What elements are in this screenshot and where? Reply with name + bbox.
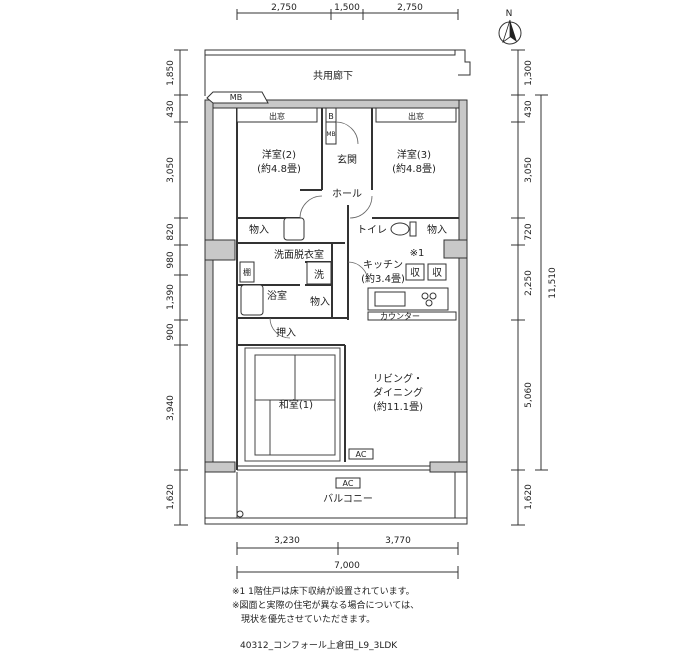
room3-name: 洋室(3) xyxy=(397,148,431,161)
closet-label: 押入 xyxy=(276,326,296,339)
bay-window-left xyxy=(236,107,318,123)
mb-small-box xyxy=(325,121,337,145)
shelf-box xyxy=(239,261,255,283)
note-line: ※1 1階住戸は床下収納が設置されています。 xyxy=(232,587,415,597)
washer-box xyxy=(306,261,332,285)
storage-mid-label: 物入 xyxy=(310,295,330,308)
left-pillar xyxy=(204,239,236,261)
dim-right-5: 2,250 xyxy=(524,270,534,296)
corridor-wall xyxy=(204,49,471,96)
room3-size: (約4.8畳) xyxy=(392,162,436,175)
living-name-1: リビング・ xyxy=(373,372,423,385)
dim-right-2: 430 xyxy=(524,100,534,117)
balcony-outline xyxy=(204,472,468,525)
note-line: 現状を優先させていただきます。 xyxy=(232,615,376,625)
washroom-label: 洗面脱衣室 xyxy=(274,248,324,261)
counter-top xyxy=(367,311,457,321)
property-code: 40312_コンフォール上倉田_L9_3LDK xyxy=(240,641,398,651)
living-size: (約11.1畳) xyxy=(373,400,423,413)
bay-window-right xyxy=(375,107,457,123)
room2-size: (約4.8畳) xyxy=(257,162,301,175)
dim-right-1: 1,300 xyxy=(524,60,534,86)
bath-label: 浴室 xyxy=(267,289,287,302)
sliding-doors xyxy=(237,465,430,471)
dim-bottom-total: 7,000 xyxy=(334,561,360,571)
dim-right-total: 11,510 xyxy=(548,267,558,299)
ac-inner-label: AC xyxy=(356,450,367,459)
balcony-label: バルコニー xyxy=(323,493,373,505)
dim-top-3: 2,750 xyxy=(397,3,423,13)
kitchen-note: ※1 xyxy=(410,248,425,259)
living-name-2: ダイニング xyxy=(373,386,423,399)
toilet-label: トイレ xyxy=(357,225,387,236)
door-arc-kitchen xyxy=(347,261,369,283)
dim-right-6: 5,060 xyxy=(524,382,534,408)
bathtub xyxy=(240,284,264,316)
dim-left-7: 900 xyxy=(166,323,176,340)
dim-top-2: 1,500 xyxy=(334,3,360,13)
storage-left-label: 物入 xyxy=(249,223,269,236)
dim-left-9: 1,620 xyxy=(166,484,176,510)
hall-label: ホール xyxy=(332,188,362,200)
kitchen-storage2-label: 収 xyxy=(432,267,442,279)
storage-right-label: 物入 xyxy=(427,223,447,236)
tatami-room xyxy=(244,347,341,462)
toilet-fixture xyxy=(390,221,417,237)
compass-icon: N xyxy=(498,9,522,45)
window-right-label: 出窓 xyxy=(408,111,424,121)
sink xyxy=(374,291,406,307)
b-label: B xyxy=(328,112,334,121)
ac-balcony-label: AC xyxy=(343,479,354,488)
washer-label: 洗 xyxy=(314,269,324,281)
bottom-left-wall xyxy=(204,461,236,473)
door-arc-room2 xyxy=(299,195,323,219)
note-line: ※図面と実際の住宅が異なる場合については、 xyxy=(232,601,420,611)
dim-right-3: 3,050 xyxy=(524,157,534,183)
counter-label: カウンター xyxy=(380,312,420,321)
shelf-label: 棚 xyxy=(243,267,251,277)
kitchen-storage-box xyxy=(427,263,447,281)
kitchen-size: (約3.4畳) xyxy=(361,272,405,285)
bottom-right-wall xyxy=(429,461,468,473)
dim-left-1: 1,850 xyxy=(166,60,176,86)
dim-right-7: 1,620 xyxy=(524,484,534,510)
door-arc-room3 xyxy=(349,195,373,219)
stove-burner xyxy=(429,292,437,300)
mb-small-label: MB xyxy=(326,131,335,138)
mb-label: MB xyxy=(230,93,242,102)
dim-left-2: 430 xyxy=(166,100,176,117)
left-wall xyxy=(204,99,214,471)
dim-left-4: 820 xyxy=(166,223,176,240)
dim-left-8: 3,940 xyxy=(166,395,176,421)
dim-bottom-2: 3,770 xyxy=(385,536,411,546)
stove-burner xyxy=(425,299,433,307)
window-left-label: 出窓 xyxy=(269,111,285,121)
compass-label: N xyxy=(506,9,513,19)
kitchen-name: キッチン xyxy=(363,259,403,271)
door-arc-washroom xyxy=(269,317,291,339)
dim-left-6: 1,390 xyxy=(166,284,176,310)
right-wall xyxy=(458,99,468,471)
dim-right-4: 720 xyxy=(524,223,534,240)
entrance-label: 玄関 xyxy=(337,153,357,166)
ac-box-balcony xyxy=(335,477,361,489)
door-arc-entrance xyxy=(335,121,359,145)
dim-left-3: 3,050 xyxy=(166,157,176,183)
stove-burner xyxy=(421,292,429,300)
kitchen-storage1-label: 収 xyxy=(410,267,420,279)
japanese-room-name: 和室(1) xyxy=(279,398,313,411)
dim-bottom-1: 3,230 xyxy=(274,536,300,546)
notes: ※1 1階住戸は床下収納が設置されています。 ※図面と実際の住宅が異なる場合につ… xyxy=(232,585,419,627)
washbasin xyxy=(283,217,305,241)
mb-box xyxy=(206,91,269,104)
ac-box-inner xyxy=(348,448,374,460)
corridor-label: 共用廊下 xyxy=(313,69,353,82)
dim-top-1: 2,750 xyxy=(271,3,297,13)
room2-name: 洋室(2) xyxy=(262,148,296,161)
dim-left-5: 980 xyxy=(166,251,176,268)
kitchen-storage-box xyxy=(405,263,425,281)
right-pillar xyxy=(443,239,468,259)
